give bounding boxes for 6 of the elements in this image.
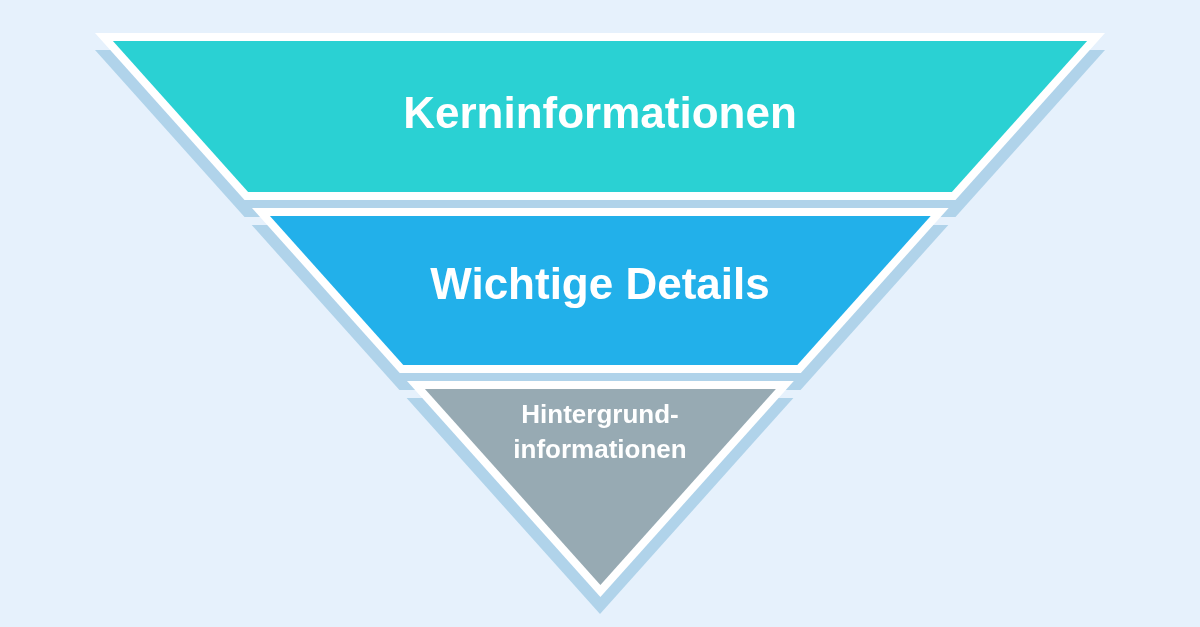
tier-label: Wichtige Details xyxy=(430,258,770,311)
pyramid-tier xyxy=(95,33,1105,200)
pyramid-tier xyxy=(406,381,794,597)
pyramid-tier xyxy=(251,208,949,373)
tier-label: Kerninformationen xyxy=(403,87,797,140)
tier-label: Hintergrund- informationen xyxy=(512,398,688,467)
